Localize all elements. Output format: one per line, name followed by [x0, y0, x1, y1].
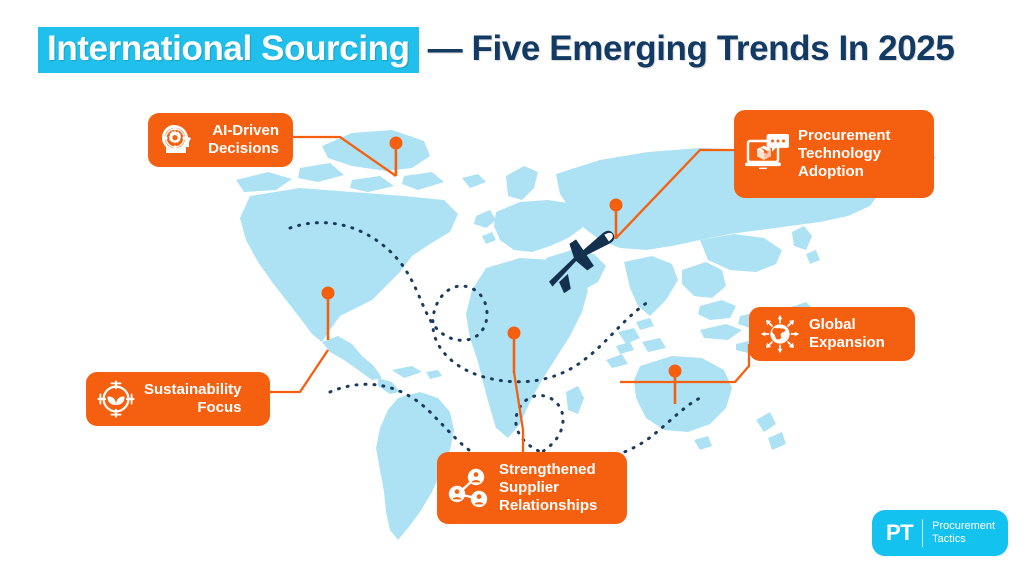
connector-ai-driven	[293, 135, 397, 177]
logo-mark: PT	[886, 520, 914, 545]
title-highlight: International Sourcing	[38, 27, 419, 73]
globe-arrows-icon	[761, 315, 799, 353]
connector-lines	[270, 135, 751, 452]
logo-divider	[922, 519, 924, 547]
callout-procurement-technology-adoption[interactable]: Procurement Technology Adoption	[734, 110, 934, 198]
airplane-icon	[549, 230, 615, 294]
ai-head-gear-icon	[162, 125, 191, 153]
callout-label-sustainability-focus: Sustainability Focus	[144, 381, 242, 416]
pin-north-america-north	[389, 136, 403, 176]
people-network-icon	[448, 468, 488, 508]
connector-supplier	[512, 371, 525, 452]
pin-north-america-west	[321, 286, 335, 340]
pin-asia-north	[609, 198, 623, 239]
connector-procurement-technology	[615, 148, 734, 239]
title-rest: — Five Emerging Trends In 2025	[427, 29, 955, 68]
map-pins	[321, 136, 682, 404]
page-title: International Sourcing — Five Emerging T…	[38, 27, 955, 73]
callout-global-expansion[interactable]: Global Expansion	[749, 307, 915, 361]
connector-sustainability	[270, 349, 329, 394]
laptop-package-chat-icon	[745, 134, 789, 170]
callout-label-global-expansion: Global Expansion	[809, 316, 885, 351]
callout-strengthened-supplier-relationships[interactable]: Strengthened Supplier Relationships	[437, 452, 627, 524]
callout-sustainability-focus[interactable]: Sustainability Focus	[86, 372, 270, 426]
logo-procurement-tactics[interactable]: PT Procurement Tactics	[872, 510, 1008, 556]
pin-australia	[668, 364, 682, 404]
leaf-target-icon	[97, 380, 135, 418]
callout-ai-driven-decisions[interactable]: AI-Driven Decisions	[148, 113, 293, 167]
callout-label-procurement-technology-adoption: Procurement Technology Adoption	[798, 127, 891, 180]
connector-global-expansion	[620, 344, 751, 384]
callout-label-ai-driven-decisions: AI-Driven Decisions	[208, 122, 279, 157]
callout-label-strengthened-supplier-relationships: Strengthened Supplier Relationships	[499, 461, 598, 514]
pin-africa-east	[507, 326, 521, 373]
logo-wordmark: Procurement Tactics	[932, 519, 996, 545]
dotted-flight-path	[288, 221, 706, 465]
